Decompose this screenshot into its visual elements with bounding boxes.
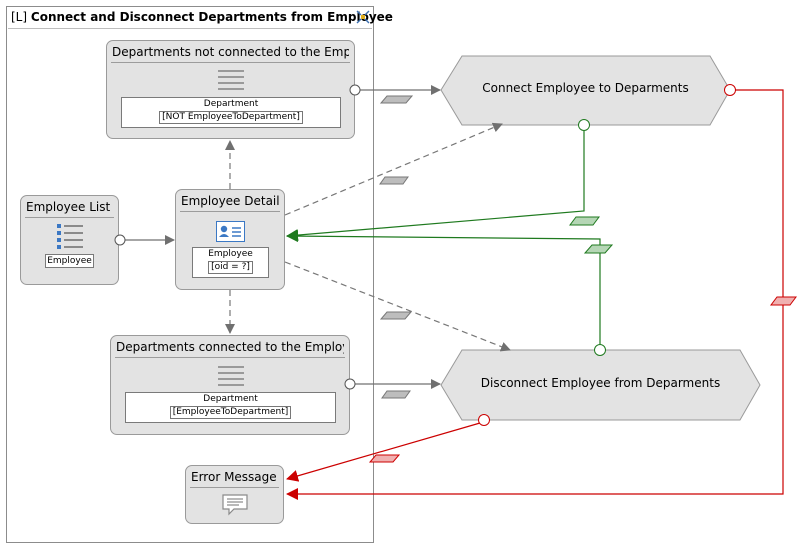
data-unit-box: Employee [oid = ?] — [192, 247, 269, 278]
transport-links — [225, 122, 511, 352]
entity-label: Employee — [47, 256, 92, 266]
flow-details-to-disconnect[interactable] — [284, 261, 511, 352]
node-divider — [190, 487, 279, 488]
ok-port[interactable] — [578, 119, 590, 131]
flow-details-to-connect[interactable] — [284, 122, 503, 216]
node-divider — [115, 357, 345, 358]
employee-details-node[interactable]: Employee Details Employee [oid = ?] — [175, 189, 285, 290]
output-port[interactable] — [344, 378, 356, 390]
ko-link-connect[interactable] — [286, 89, 784, 500]
parameter-icon[interactable] — [583, 244, 614, 254]
parameter-icon[interactable] — [569, 216, 600, 226]
node-divider — [180, 211, 280, 212]
speech-bubble-icon — [222, 494, 248, 516]
data-unit-box: Department [EmployeeToDepartment] — [125, 392, 336, 423]
departments-connected-node[interactable]: Departments connected to the Employee De… — [110, 335, 350, 435]
ok-link-connect[interactable] — [286, 131, 585, 242]
condition-label: [oid = ?] — [208, 261, 253, 274]
lines-icon — [218, 366, 244, 386]
parameter-icon[interactable] — [368, 454, 401, 463]
node-divider — [111, 62, 350, 63]
condition-label: [EmployeeToDepartment] — [169, 406, 292, 419]
disconnect-operation-label: Disconnect Employee from Deparments — [480, 376, 721, 390]
disconnect-operation-shape[interactable] — [440, 349, 761, 421]
link-parameters — [368, 95, 797, 463]
ko-links — [286, 89, 784, 500]
node-title: Error Message — [191, 470, 277, 484]
entity-label: Employee — [208, 249, 253, 259]
parameter-icon[interactable] — [770, 296, 797, 306]
connect-operation-shape[interactable] — [440, 55, 731, 126]
ko-port[interactable] — [724, 84, 736, 96]
parameter-icon[interactable] — [381, 390, 411, 399]
connect-operation-label: Connect Employee to Deparments — [482, 81, 689, 95]
ko-port[interactable] — [478, 414, 490, 426]
condition-label: [NOT EmployeeToDepartment] — [159, 111, 303, 124]
ok-link-disconnect[interactable] — [286, 230, 601, 344]
module-title: [L] Connect and Disconnect Departments f… — [11, 10, 393, 24]
error-message-node[interactable]: Error Message — [185, 465, 284, 524]
ports — [114, 84, 736, 426]
entity-label: Department — [203, 99, 259, 109]
entity-label: Department — [203, 394, 258, 404]
ok-links — [286, 131, 601, 344]
id-card-icon — [216, 221, 245, 242]
output-port[interactable] — [114, 234, 126, 246]
node-divider — [25, 217, 114, 218]
departments-not-connected-node[interactable]: Departments not connected to the Employe… — [106, 40, 355, 139]
parameter-icon[interactable] — [379, 311, 413, 320]
parameter-icon[interactable] — [379, 176, 409, 185]
node-title: Employee Details — [181, 194, 279, 208]
ok-port[interactable] — [594, 344, 606, 356]
lines-icon — [218, 70, 244, 90]
flow-links — [125, 85, 441, 389]
output-port[interactable] — [349, 84, 361, 96]
node-title: Departments connected to the Employee — [116, 340, 344, 354]
node-title: Employee List — [26, 200, 111, 214]
employee-list-node[interactable]: Employee List Employee — [20, 195, 119, 285]
node-title: Departments not connected to the Employe — [112, 45, 349, 59]
ko-link-disconnect[interactable] — [286, 422, 481, 482]
data-unit-box: Employee — [45, 254, 94, 268]
parameter-icon[interactable] — [379, 95, 414, 104]
module-title-divider — [8, 28, 372, 29]
data-unit-box: Department [NOT EmployeeToDepartment] — [121, 97, 341, 128]
list-icon — [57, 224, 83, 249]
resize-icon[interactable] — [356, 10, 370, 24]
